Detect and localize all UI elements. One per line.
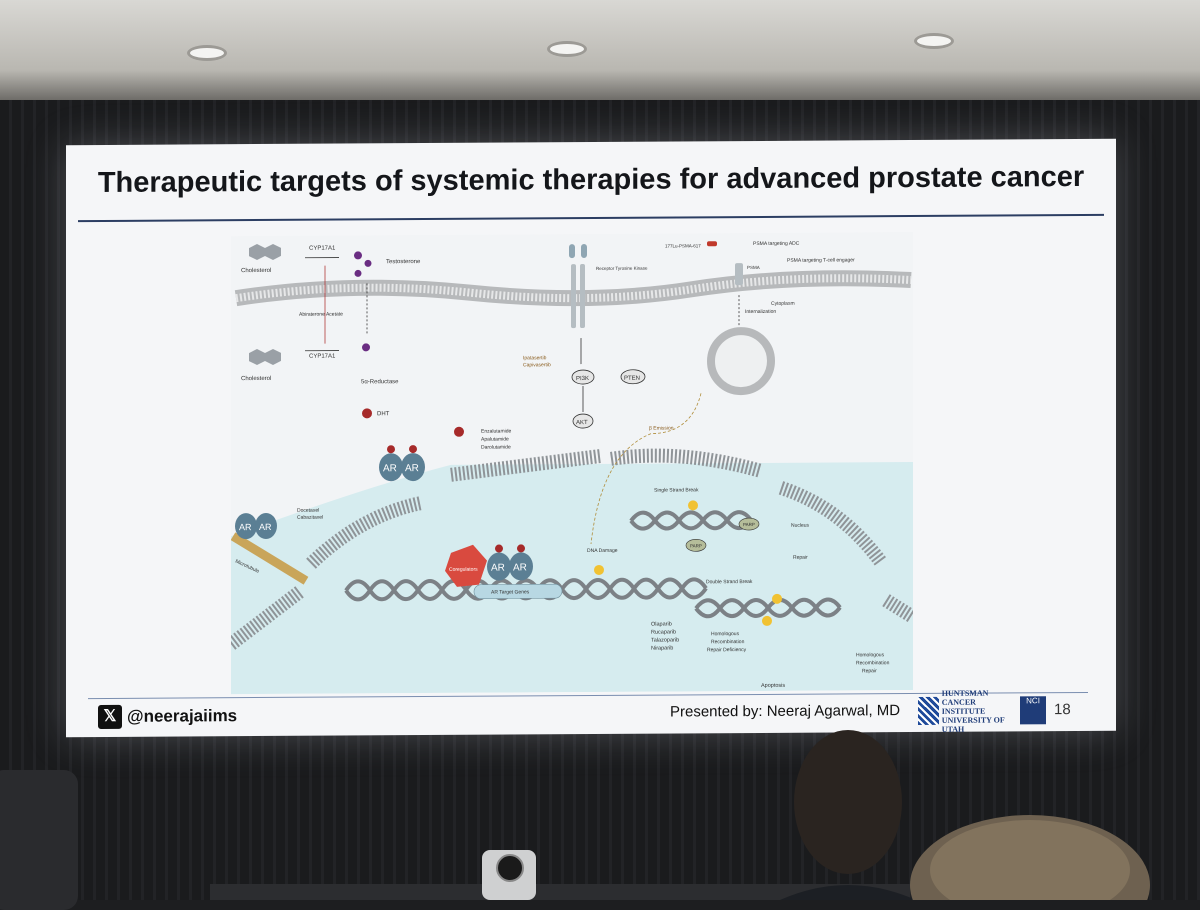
cyp17a1-top-label: CYP17A1 xyxy=(309,246,336,252)
pi3k-label: PI3K xyxy=(576,376,589,382)
parp-inhibitor-1: Olaparib xyxy=(651,622,672,628)
audience-heads xyxy=(780,720,1200,900)
psma-adc-label: PSMA targeting ADC xyxy=(753,241,800,247)
presenter-credit: Presented by: Neeraj Agarwal, MD xyxy=(670,702,900,720)
ceiling xyxy=(0,0,1200,100)
five-alpha-reductase-label: 5α-Reductase xyxy=(361,379,399,385)
psma-receptor-icon xyxy=(735,263,743,285)
abiraterone-label: Abiraterone Acetate xyxy=(299,312,343,318)
taxane-1: Docetaxel xyxy=(297,508,319,514)
title-divider xyxy=(78,214,1104,222)
institute-name: HUNTSMAN xyxy=(942,688,1017,697)
cyp17a1-bottom-label: CYP17A1 xyxy=(309,354,336,360)
ar-label: AR xyxy=(513,562,527,573)
parp-inhibitor-3: Talazoparib xyxy=(651,637,679,643)
hrr-line-3: Repair xyxy=(862,668,877,674)
ceiling-light xyxy=(190,48,224,58)
ar-label: AR xyxy=(383,463,397,474)
anti-androgen-2: Apalutamide xyxy=(481,437,509,443)
slide-title: Therapeutic targets of systemic therapie… xyxy=(66,161,1116,200)
cholesterol-top-label: Cholesterol xyxy=(241,268,271,274)
anti-androgen-3: Darolutamide xyxy=(481,444,511,450)
projection-screen: Therapeutic targets of systemic therapie… xyxy=(66,139,1116,737)
testosterone-label: Testosterone xyxy=(386,259,421,265)
radioligand-icon xyxy=(707,241,717,246)
parp-label: PARP xyxy=(690,543,702,548)
taxane-2: Cabazitaxel xyxy=(297,515,323,521)
parp-inhibitor-2: Rucaparib xyxy=(651,629,676,635)
hrd-line-2: Recombination xyxy=(711,639,745,645)
nci-text: NCI xyxy=(1020,696,1046,706)
radioligand-label: 177Lu-PSMA-617 xyxy=(665,243,701,248)
ceiling-light xyxy=(550,44,584,54)
single-strand-break-label: Single Strand Break xyxy=(654,487,699,493)
dht-molecule xyxy=(362,408,372,418)
pathway-figure: Cholesterol Cholesterol CYP17A1 CYP17A1 … xyxy=(231,232,913,694)
rtk-label: Receptor Tyrosine Kinase xyxy=(596,266,648,271)
cytoplasm-label: Cytoplasm xyxy=(771,301,795,307)
ar-label: AR xyxy=(405,463,419,474)
audience-chair xyxy=(0,770,78,910)
akt-inhibitor-2: Capivasertib xyxy=(523,362,551,368)
psma-tce-label: PSMA targeting T-cell engager xyxy=(787,257,855,263)
apoptosis-label: Apoptosis xyxy=(761,683,785,689)
internalization-label: Internalization xyxy=(745,309,776,315)
dht-label: DHT xyxy=(377,411,390,417)
institute-sub: CANCER INSTITUTE xyxy=(942,697,1017,715)
repair-label: Repair xyxy=(793,555,808,561)
psma-label: PSMA xyxy=(747,265,760,270)
page-number: 18 xyxy=(1054,701,1071,718)
hrd-line-3: Repair Deficiency xyxy=(707,647,747,653)
parp-label: PARP xyxy=(743,522,755,527)
ar-target-genes-label: AR Target Genes xyxy=(491,589,530,595)
anti-androgen-1: Enzalutamide xyxy=(481,428,512,434)
cholesterol-bottom-label: Cholesterol xyxy=(241,376,271,382)
ptz-camera xyxy=(482,850,536,900)
handle-text: @neerajaiims xyxy=(127,706,237,727)
pten-label: PTEN xyxy=(624,376,640,382)
hrd-line-1: Homologous xyxy=(711,631,740,637)
akt-inhibitor-1: Ipatasertib xyxy=(523,355,547,361)
endosome xyxy=(711,331,771,391)
double-strand-break-label: Double Strand Break xyxy=(706,579,753,585)
dna-damage-label: DNA Damage xyxy=(587,548,618,554)
nucleus-label: Nucleus xyxy=(791,523,810,529)
social-handle: 𝕏 @neerajaiims xyxy=(98,704,237,729)
x-logo-icon: 𝕏 xyxy=(98,705,122,729)
hrr-line-2: Recombination xyxy=(856,660,890,666)
coregulators-label: Coregulators xyxy=(449,567,478,573)
ar-label: AR xyxy=(491,563,505,574)
ceiling-light xyxy=(917,36,951,46)
ar-label: AR xyxy=(239,522,252,532)
akt-label: AKT xyxy=(576,420,588,426)
camera-lens-icon xyxy=(496,854,524,882)
ar-label: AR xyxy=(259,522,272,532)
dht-molecule xyxy=(454,427,464,437)
hrr-line-1: Homologous xyxy=(856,652,885,658)
parp-inhibitor-4: Niraparib xyxy=(651,645,673,651)
